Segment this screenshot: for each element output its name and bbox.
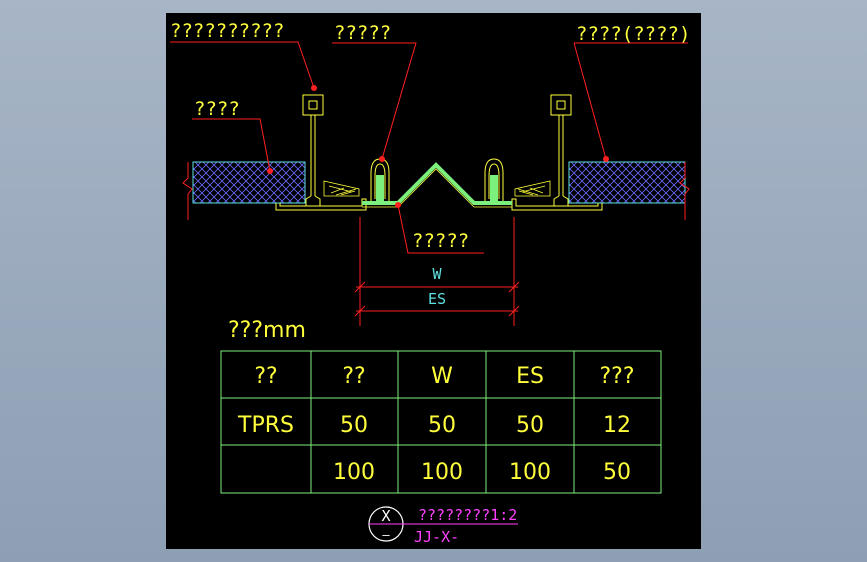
- anchor-post-right: [550, 94, 572, 206]
- table-cell: 100: [333, 460, 375, 485]
- title-block: X — ????????1:2 JJ-X-: [368, 506, 518, 546]
- dimension-w-label: W: [432, 265, 442, 283]
- insulation-left: [192, 161, 306, 204]
- anchor-post-left: [302, 94, 324, 206]
- table-cell: 100: [509, 460, 551, 485]
- callout-center: ?????: [412, 230, 469, 252]
- callout-top-mid: ?????: [334, 22, 391, 44]
- bulb-right: [484, 158, 504, 205]
- expansion-joint-drawing: ?????????? ????? ????(????) ???? ????? W…: [170, 20, 690, 546]
- dimension-lines: [354, 217, 520, 326]
- table-cell: 50: [340, 413, 368, 438]
- table-cell: 50: [516, 413, 544, 438]
- table-cell: 12: [603, 413, 631, 438]
- spec-table: [220, 350, 662, 494]
- table-header-cell: W: [431, 364, 453, 389]
- leader-dots: [267, 85, 609, 208]
- table-header-cell: ??: [342, 364, 365, 389]
- bulb-left: [370, 158, 390, 205]
- base-plate-left: [275, 198, 367, 211]
- spec-table-text: ???? W ES??? TPRS 50 50 50 12 100 100 100 50: [237, 364, 635, 485]
- detail-symbol-top: X: [381, 507, 390, 525]
- detail-title: ????????1:2: [418, 506, 517, 524]
- table-header-cell: ???: [599, 364, 634, 389]
- table-cell: 50: [603, 460, 631, 485]
- table-header-cell: ES: [516, 364, 544, 389]
- cad-viewport[interactable]: ?????????? ????? ????(????) ???? ????? W…: [166, 13, 701, 549]
- cover-plate: [362, 162, 512, 208]
- table-cell: TPRS: [237, 413, 294, 438]
- unit-label: ???mm: [228, 318, 306, 343]
- dimension-es-label: ES: [428, 290, 446, 308]
- table-header-cell: ??: [254, 364, 277, 389]
- break-line-left: [182, 162, 193, 220]
- detail-code: JJ-X-: [414, 528, 459, 546]
- callout-top-right: ????(????): [576, 23, 690, 45]
- callout-top-left: ??????????: [170, 20, 284, 42]
- seal-strip-left: [323, 180, 360, 197]
- seal-strip-right: [514, 180, 551, 197]
- base-plate-right: [511, 198, 603, 211]
- table-cell: 50: [428, 413, 456, 438]
- callout-left: ????: [194, 98, 240, 120]
- break-line-right: [679, 162, 690, 220]
- table-cell: 100: [421, 460, 463, 485]
- detail-symbol-bottom: —: [382, 528, 390, 542]
- insulation-right: [568, 161, 686, 204]
- leader-lines: [170, 41, 688, 254]
